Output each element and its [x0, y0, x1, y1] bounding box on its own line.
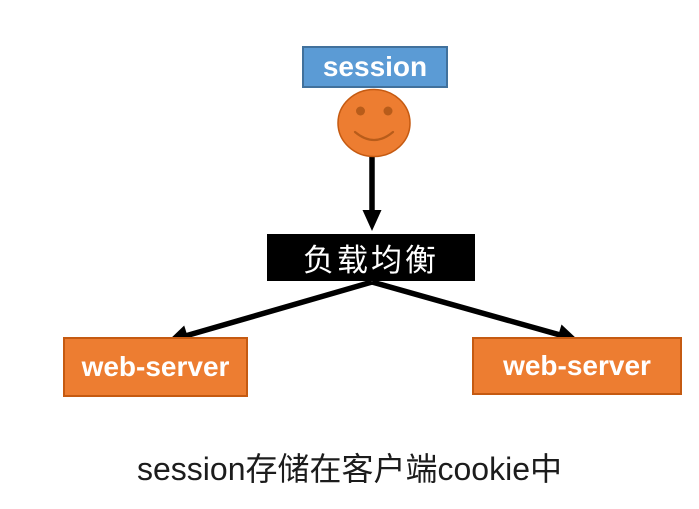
smiley-face-icon — [337, 88, 411, 158]
load-balancer-label: 负载均衡 — [303, 243, 439, 278]
web-server-box-left: web-server — [63, 337, 248, 397]
load-balancer-box: 负载均衡 — [267, 234, 475, 281]
session-label: session — [322, 51, 428, 82]
diagram-caption: session存储在客户端cookie中 — [136, 451, 562, 487]
arrow-balancer-to-left-server — [168, 279, 373, 346]
arrow-client-to-balancer — [362, 150, 382, 231]
arrow-balancer-to-right-server — [371, 279, 578, 345]
web-server-left-label: web-server — [81, 351, 230, 382]
web-server-right-label: web-server — [503, 350, 651, 381]
web-server-box-right: web-server — [472, 337, 682, 395]
session-box: session — [302, 46, 448, 88]
